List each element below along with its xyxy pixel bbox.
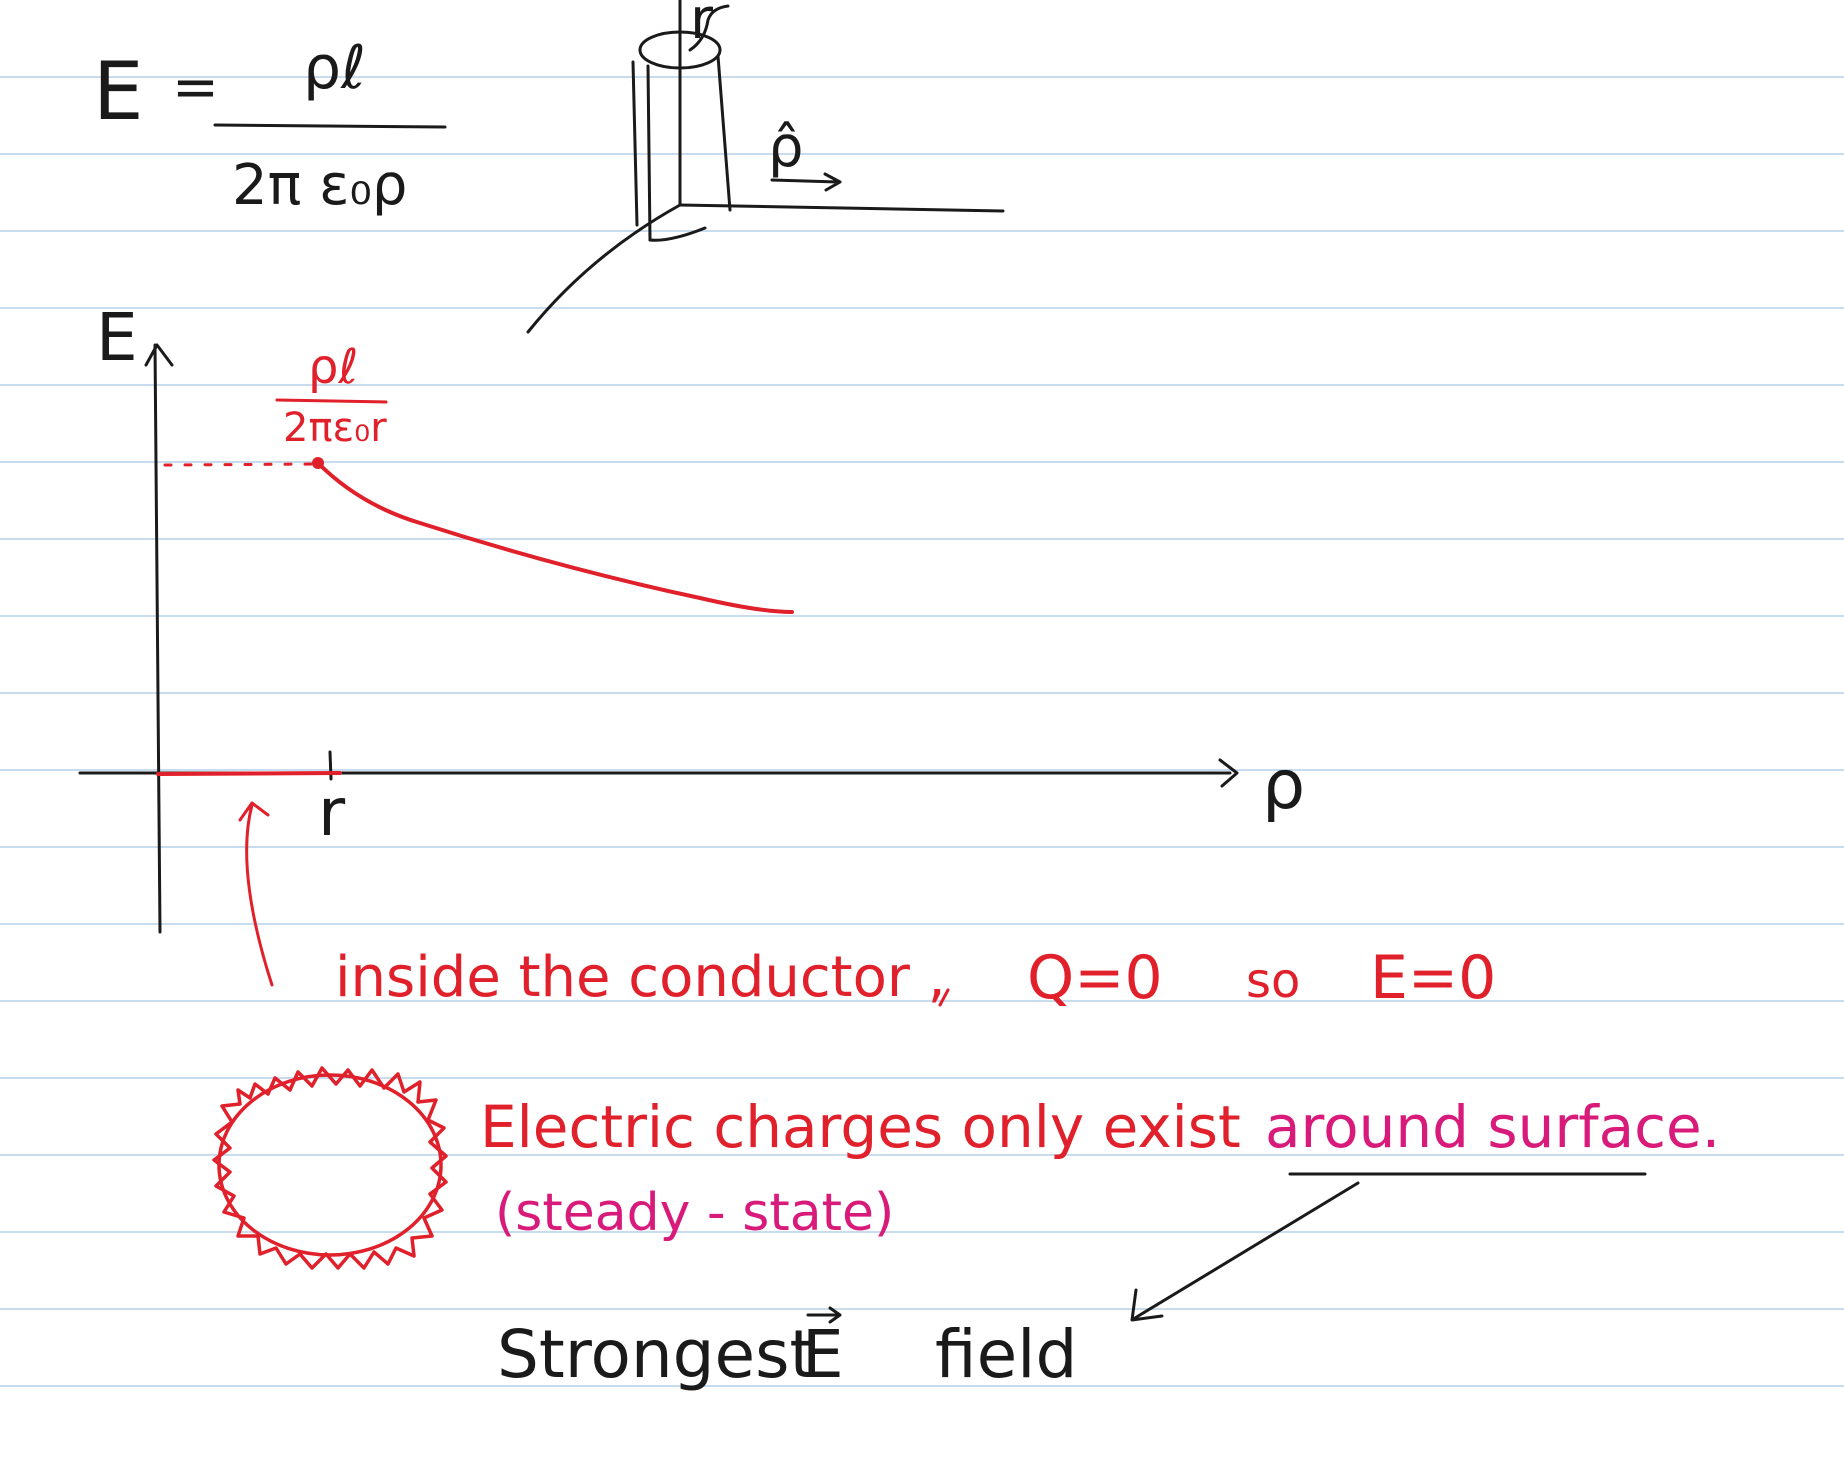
field-text: field bbox=[935, 1316, 1078, 1393]
formula-denominator: 2π ε₀ρ bbox=[232, 153, 408, 218]
e-vector-text: E bbox=[802, 1316, 844, 1393]
e-vector-arrow bbox=[806, 1306, 842, 1324]
cylinder-radius-label: r bbox=[690, 0, 714, 52]
formula-numerator: ρℓ bbox=[303, 33, 366, 103]
annotation-e-zero: E=0 bbox=[1370, 943, 1497, 1013]
annotation-q-zero: Q=0 bbox=[1027, 943, 1163, 1013]
charges-text: Electric charges only exist bbox=[480, 1093, 1241, 1161]
zero-field-segment bbox=[156, 771, 342, 776]
peak-value-denominator: 2πε₀r bbox=[283, 405, 387, 451]
x-axis-label: ρ bbox=[1262, 746, 1306, 825]
steady-state-text: (steady - state) bbox=[495, 1183, 895, 1243]
annotation-so: so bbox=[1246, 953, 1301, 1009]
formula-lhs: E bbox=[93, 45, 144, 138]
peak-value-numerator: ρℓ bbox=[308, 339, 359, 395]
peak-dotted-guide bbox=[163, 462, 320, 467]
y-axis-label: E bbox=[96, 299, 138, 376]
unit-vector-label: ρ̂ bbox=[768, 115, 804, 180]
x-tick-label: r bbox=[318, 774, 346, 851]
conductor-cross-section bbox=[212, 1066, 448, 1270]
cylinder-sketch bbox=[526, 0, 1005, 334]
charges-location-text: around surface. bbox=[1265, 1093, 1721, 1161]
comma-mark bbox=[938, 988, 950, 1007]
graph-axes bbox=[78, 343, 1239, 934]
strongest-text: Strongest bbox=[497, 1316, 816, 1393]
annotation-inside-conductor: inside the conductor , bbox=[335, 945, 946, 1010]
formula-equals: = bbox=[172, 55, 219, 120]
inside-annotation-arrow bbox=[238, 801, 274, 987]
unit-vector-arrow bbox=[770, 172, 842, 192]
formula-fraction-bar bbox=[213, 123, 447, 129]
field-decay-curve bbox=[316, 461, 794, 614]
strongest-field-arrow bbox=[1130, 1181, 1360, 1322]
peak-fraction-bar bbox=[275, 398, 388, 404]
